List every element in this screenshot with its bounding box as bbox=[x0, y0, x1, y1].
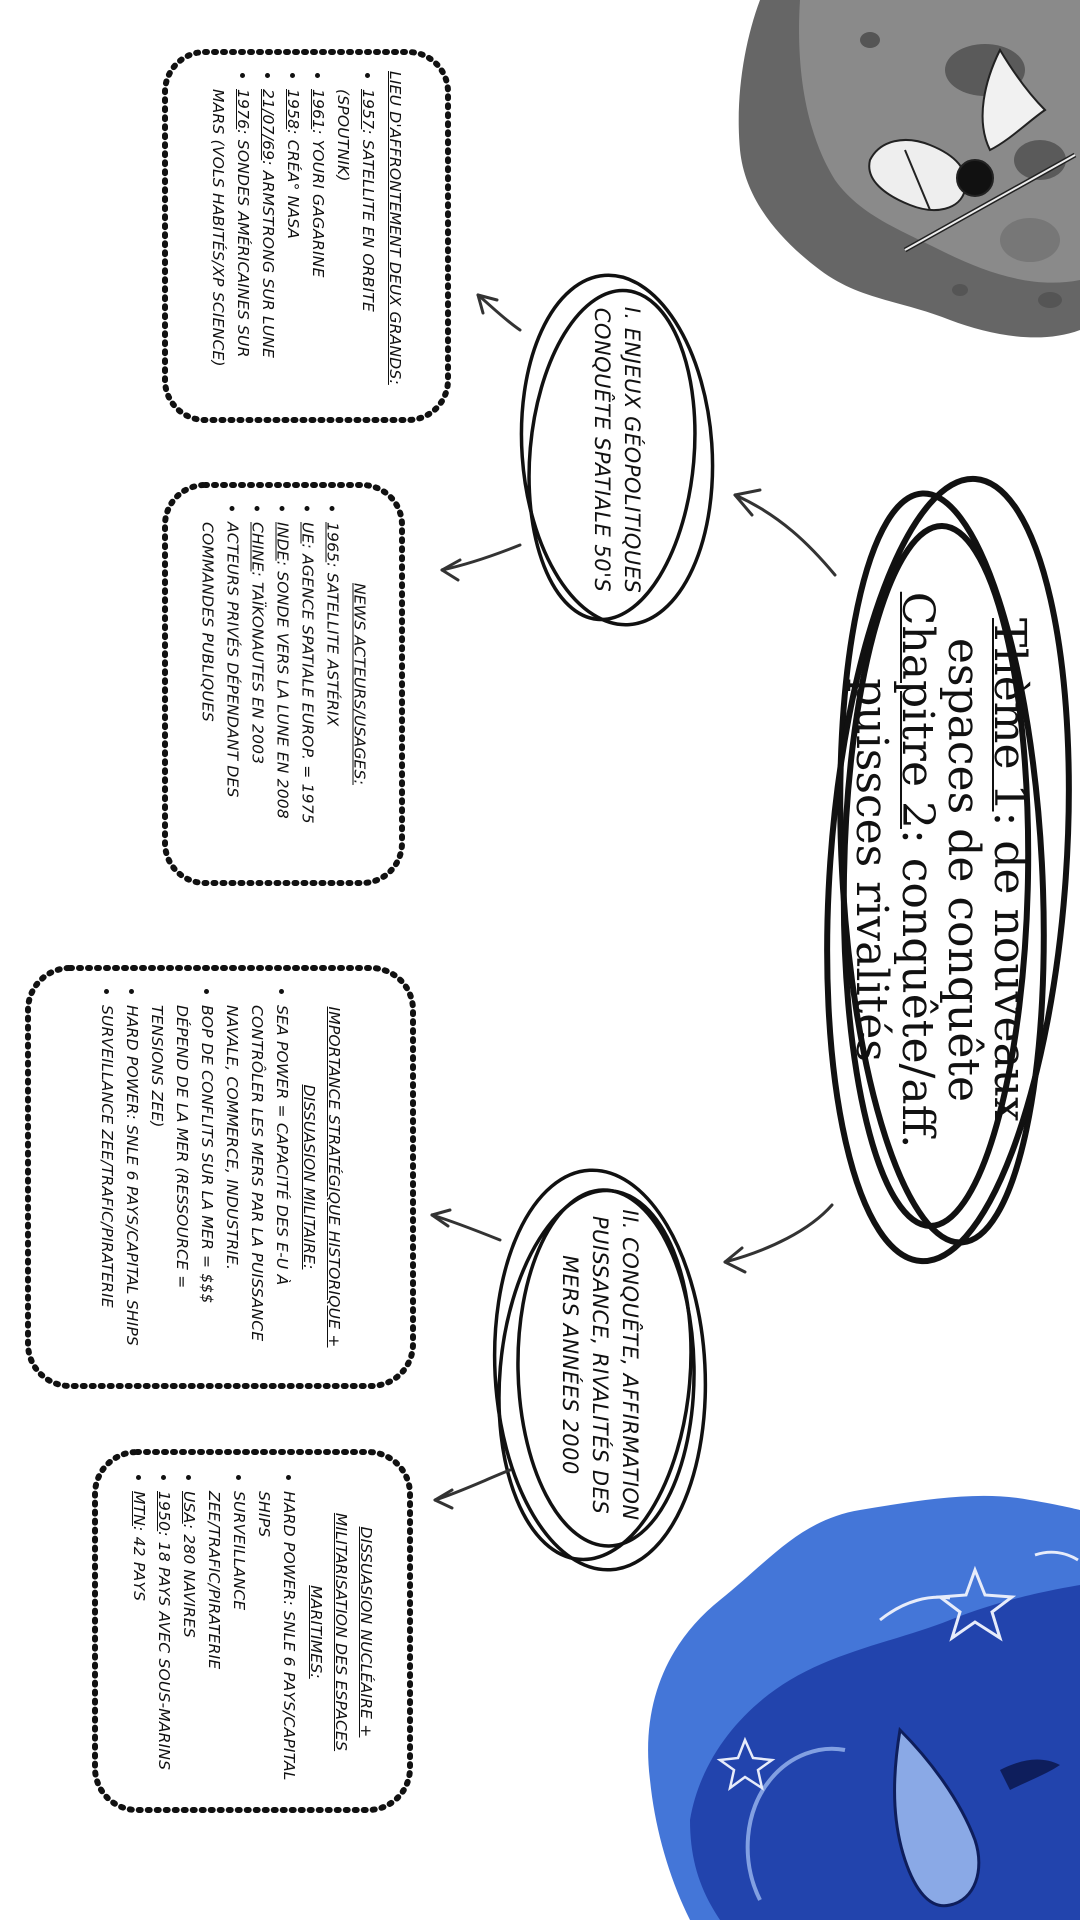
box4-list: Hard power: SNLE 6 pays/capital ships Su… bbox=[126, 1473, 301, 1791]
box3-heading: Importance stratégique historique + diss… bbox=[300, 1006, 343, 1348]
list-item: UE: agence spatiale europ. = 1975 bbox=[295, 522, 320, 864]
title-theme-label: Thème 1 bbox=[984, 618, 1035, 812]
list-item: 1957: satellite en orbite (Spoutnik) bbox=[330, 89, 380, 401]
list-item: Hard power: SNLE 6 pays/capital ships bbox=[251, 1491, 301, 1791]
page-title: Thème 1: de nouveaux espaces de conquête… bbox=[846, 560, 1035, 1180]
node1-scribble bbox=[519, 273, 715, 627]
node2-scribble bbox=[492, 1168, 708, 1572]
whale-space-illustration bbox=[648, 1495, 1080, 1920]
node-sea-conquest: II. Conquête, affirmation puissance, riv… bbox=[558, 1209, 642, 1521]
list-item: 1958: créa° NASA bbox=[280, 89, 305, 401]
list-item: Acteurs privés dépendant des commandes p… bbox=[195, 522, 245, 864]
list-item: 1976: sondes américaines sur Mars (vols … bbox=[205, 89, 255, 401]
box2-heading: News acteurs/usages: bbox=[350, 583, 369, 785]
list-item: Surveillance ZEE/trafic/piraterie bbox=[201, 1491, 251, 1791]
node-spatial-conquest: I. Enjeux géopolitiques conquête spatial… bbox=[590, 306, 644, 594]
dotted-boxes bbox=[25, 49, 451, 1813]
list-item: USA: 280 navires bbox=[176, 1491, 201, 1791]
title-scribble bbox=[824, 475, 1072, 1265]
box-nuclear-deterrence: Dissuasion nucléaire + militarisation de… bbox=[126, 1473, 378, 1791]
list-item: 1961: Youri Gagarine bbox=[305, 89, 330, 401]
connector-arrows bbox=[430, 293, 837, 1510]
box4-heading: Dissuasion nucléaire + militarisation de… bbox=[307, 1512, 375, 1752]
list-item: Chine: taïkonautes en 2003 bbox=[245, 522, 270, 864]
box1-list: 1957: satellite en orbite (Spoutnik) 196… bbox=[205, 71, 380, 401]
list-item: 1950: 18 pays avec sous-marins bbox=[151, 1491, 176, 1791]
list-item: Surveillance ZEE/trafic/piraterie bbox=[94, 1005, 119, 1367]
list-item: Sea power = capacité des E-U à contrôler… bbox=[219, 1005, 294, 1367]
list-item: 1965: satellite Astérix bbox=[320, 522, 345, 864]
list-item: Hard power: SNLE 6 pays/capital ships bbox=[119, 1005, 144, 1367]
list-item: 21/07/69: Armstrong sur lune bbox=[255, 89, 280, 401]
title-chapter-label: Chapitre 2 bbox=[892, 591, 943, 829]
list-item: BOP de conflits sur la mer = $$$ dépend … bbox=[144, 1005, 219, 1367]
box-strategic-importance: Importance stratégique historique + diss… bbox=[94, 987, 346, 1367]
list-item: Inde: sonde vers la lune en 2008 bbox=[270, 522, 295, 864]
box-new-actors: News acteurs/usages: 1965: satellite Ast… bbox=[195, 504, 372, 864]
box1-heading: Lieu d'affrontement deux grands: bbox=[386, 71, 404, 385]
moon-astronaut-illustration bbox=[738, 0, 1080, 338]
box3-list: Sea power = capacité des E-U à contrôler… bbox=[94, 987, 294, 1367]
box2-list: 1965: satellite Astérix UE: agence spati… bbox=[195, 504, 345, 864]
list-item: MTN: 42 pays bbox=[126, 1491, 151, 1791]
box-cold-war-rivalry: Lieu d'affrontement deux grands: 1957: s… bbox=[205, 71, 407, 401]
